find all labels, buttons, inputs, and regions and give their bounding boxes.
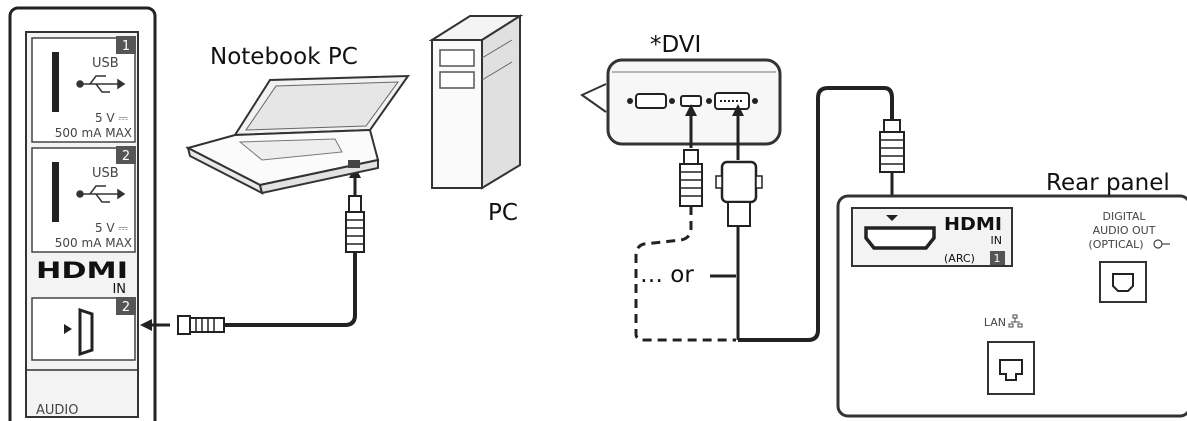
- digital-audio-label-1: DIGITAL: [1102, 210, 1146, 223]
- usb-number-badge-2: [116, 146, 136, 164]
- usb-icon: [76, 75, 126, 93]
- dvi-label: *DVI: [650, 32, 701, 58]
- usb-current-1: 500 mA MAX: [55, 126, 132, 140]
- usb-label-1: USB: [92, 56, 119, 71]
- digital-audio-label-2: AUDIO OUT: [1093, 224, 1156, 237]
- usb-voltage-1: 5 V ⎓: [95, 111, 128, 125]
- hdmi-number-badge-side: [116, 297, 136, 315]
- desktop-pc: [428, 14, 524, 190]
- hdmi-number-side: 2: [122, 300, 130, 315]
- usb-current-2: 500 mA MAX: [55, 236, 132, 250]
- tv-rear-panel: HDMI IN (ARC) 1 DIGITAL AUDIO OUT (OPTIC…: [836, 194, 1187, 418]
- usb-port-2: 2 USB 5 V ⎓ 500 mA MAX: [31, 146, 136, 253]
- digital-audio-label-3: (OPTICAL): [1088, 238, 1143, 251]
- tv-side-panel: 1 USB 5 V ⎓ 500 mA MAX 2 USB: [8, 6, 157, 421]
- usb-number-2: 2: [122, 149, 130, 164]
- hdmi-arrow-side: [64, 324, 72, 334]
- hdmi-logo-side: HDMI: [36, 259, 128, 284]
- hdmi-cable-pc: [634, 104, 736, 342]
- or-label: … or: [640, 262, 694, 288]
- notebook-hdmi-port: [348, 160, 360, 168]
- usb-icon: [76, 185, 126, 203]
- hdmi-port-2: HDMI IN 2: [31, 259, 136, 361]
- pc-rear-connectors: [580, 58, 782, 146]
- notebook-pc-label: Notebook PC: [210, 44, 358, 70]
- optical-port-icon: [1099, 261, 1147, 303]
- dvi-cable-pc: [715, 104, 763, 340]
- optical-symbol-icon: [1153, 239, 1170, 249]
- hdmi-port-icon: [864, 226, 936, 250]
- pc-label: PC: [488, 200, 518, 226]
- hdmi-number-rear: 1: [994, 252, 1001, 265]
- usb-port-1: 1 USB 5 V ⎓ 500 mA MAX: [31, 36, 136, 143]
- lan-port-icon: [987, 341, 1035, 395]
- usb-number-badge-1: [116, 36, 136, 54]
- arc-label: (ARC): [944, 252, 975, 265]
- lan-label: LAN: [984, 316, 1006, 329]
- hdmi-logo-rear: HDMI: [944, 214, 1002, 235]
- usb-label-2: USB: [92, 166, 119, 181]
- usb-slot-2: [52, 162, 59, 222]
- usb-voltage-2: 5 V ⎓: [95, 221, 128, 235]
- hdmi-number-badge-rear: [990, 251, 1005, 265]
- hdmi-in-label-side: IN: [112, 282, 126, 297]
- notebook-pc: [185, 74, 410, 195]
- audio-label: AUDIO: [36, 403, 79, 418]
- hdmi-cable-notebook: [140, 166, 365, 335]
- usb-number-1: 1: [122, 39, 130, 54]
- rear-panel-label: Rear panel: [1046, 170, 1170, 196]
- network-icon: [1008, 314, 1023, 328]
- usb-slot-1: [52, 52, 59, 112]
- hdmi-in-label-rear: IN: [991, 234, 1002, 247]
- hdmi-port-icon: [78, 307, 94, 357]
